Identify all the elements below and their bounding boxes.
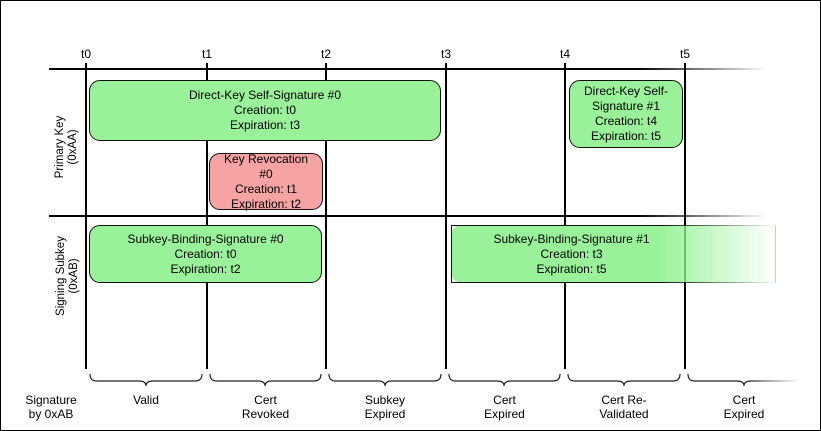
signature-creation: Creation: t3 — [540, 246, 603, 261]
status-label-cert-expired-2: Cert Expired — [687, 393, 801, 421]
revocation-creation: Creation: t1 — [234, 181, 298, 196]
corner-label-line2: by 0xAB — [28, 407, 74, 421]
status-bracket-valid — [89, 373, 203, 387]
row-label-primary-key-line2: (0xAA) — [67, 129, 79, 165]
signature-creation: Creation: t0 — [233, 103, 297, 117]
status-bracket-cert-expired-2 — [687, 373, 801, 387]
status-label-line1: Cert — [732, 393, 756, 407]
corner-label-line1: Signature — [25, 393, 77, 407]
tick-label-t1: t1 — [201, 47, 212, 61]
row-label-signing-subkey-line2: (0xAB) — [68, 258, 80, 294]
status-label-valid: Valid — [89, 393, 203, 407]
row-separator-top — [49, 68, 767, 70]
tick-label-t4: t4 — [559, 47, 570, 61]
status-label-line1: Valid — [133, 393, 159, 407]
status-label-line1: Subkey — [364, 393, 406, 407]
status-label-cert-expired-1: Cert Expired — [448, 393, 561, 421]
status-bracket-cert-revoked — [209, 373, 322, 387]
signature-creation: Creation: t0 — [174, 246, 237, 261]
signature-expiration: Expiration: t5 — [536, 261, 607, 276]
signature-title: Direct-Key Self-Signature #0 — [188, 88, 342, 102]
status-label-line2: Validated — [599, 407, 649, 421]
signature-title-line2: Signature #1 — [591, 99, 661, 113]
signature-expiration: Expiration: t5 — [590, 129, 662, 143]
status-bracket-cert-expired-1 — [448, 373, 561, 387]
signature-box-subkey-binding-signature-0[interactable]: Subkey-Binding-Signature #0 Creation: t0… — [89, 225, 322, 283]
row-separator-middle — [49, 215, 767, 217]
signature-title-line1: Direct-Key Self- — [583, 84, 669, 98]
status-label-cert-revoked: Cert Revoked — [209, 393, 322, 421]
status-label-line1: Cert — [493, 393, 516, 407]
tick-label-t3: t3 — [440, 47, 451, 61]
revocation-title: Key Revocation #0 — [223, 151, 309, 181]
signature-box-direct-key-self-signature-0[interactable]: Direct-Key Self-Signature #0 Creation: t… — [89, 80, 441, 141]
status-bracket-cert-revalidated — [567, 373, 681, 387]
row-label-signing-subkey: Signing Subkey (0xAB) — [55, 206, 81, 346]
signature-title: Subkey-Binding-Signature #0 — [127, 231, 284, 246]
tick-label-t2: t2 — [320, 47, 331, 61]
status-bracket-subkey-expired — [328, 373, 442, 387]
status-label-line2: Revoked — [241, 407, 290, 421]
status-label-line1: Cert Re- — [601, 393, 647, 407]
status-axis-corner-label: Signature by 0xAB — [9, 393, 93, 421]
status-label-cert-revalidated: Cert Re- Validated — [567, 393, 681, 421]
signature-title: Subkey-Binding-Signature #1 — [493, 231, 650, 246]
row-label-signing-subkey-line1: Signing Subkey — [55, 236, 67, 316]
status-label-line2: Expired — [364, 407, 406, 421]
signature-box-direct-key-self-signature-1[interactable]: Direct-Key Self- Signature #1 Creation: … — [569, 80, 683, 148]
signature-box-key-revocation-0[interactable]: Key Revocation #0 Creation: t1 Expiratio… — [209, 151, 323, 211]
signature-expiration: Expiration: t3 — [229, 118, 301, 132]
tick-label-t0: t0 — [80, 47, 91, 61]
row-label-primary-key-line1: Primary Key — [54, 115, 66, 179]
tick-label-t5: t5 — [679, 47, 690, 61]
signature-box-subkey-binding-signature-1[interactable]: Subkey-Binding-Signature #1 Creation: t3… — [451, 225, 776, 283]
status-label-line1: Cert — [254, 393, 277, 407]
row-label-primary-key: Primary Key (0xAA) — [54, 87, 80, 207]
revocation-expiration: Expiration: t2 — [230, 196, 302, 211]
status-label-line2: Expired — [723, 407, 765, 421]
signature-expiration: Expiration: t2 — [170, 261, 241, 276]
status-label-subkey-expired: Subkey Expired — [328, 393, 442, 421]
signature-creation: Creation: t4 — [594, 114, 658, 128]
status-label-line2: Expired — [484, 407, 525, 421]
